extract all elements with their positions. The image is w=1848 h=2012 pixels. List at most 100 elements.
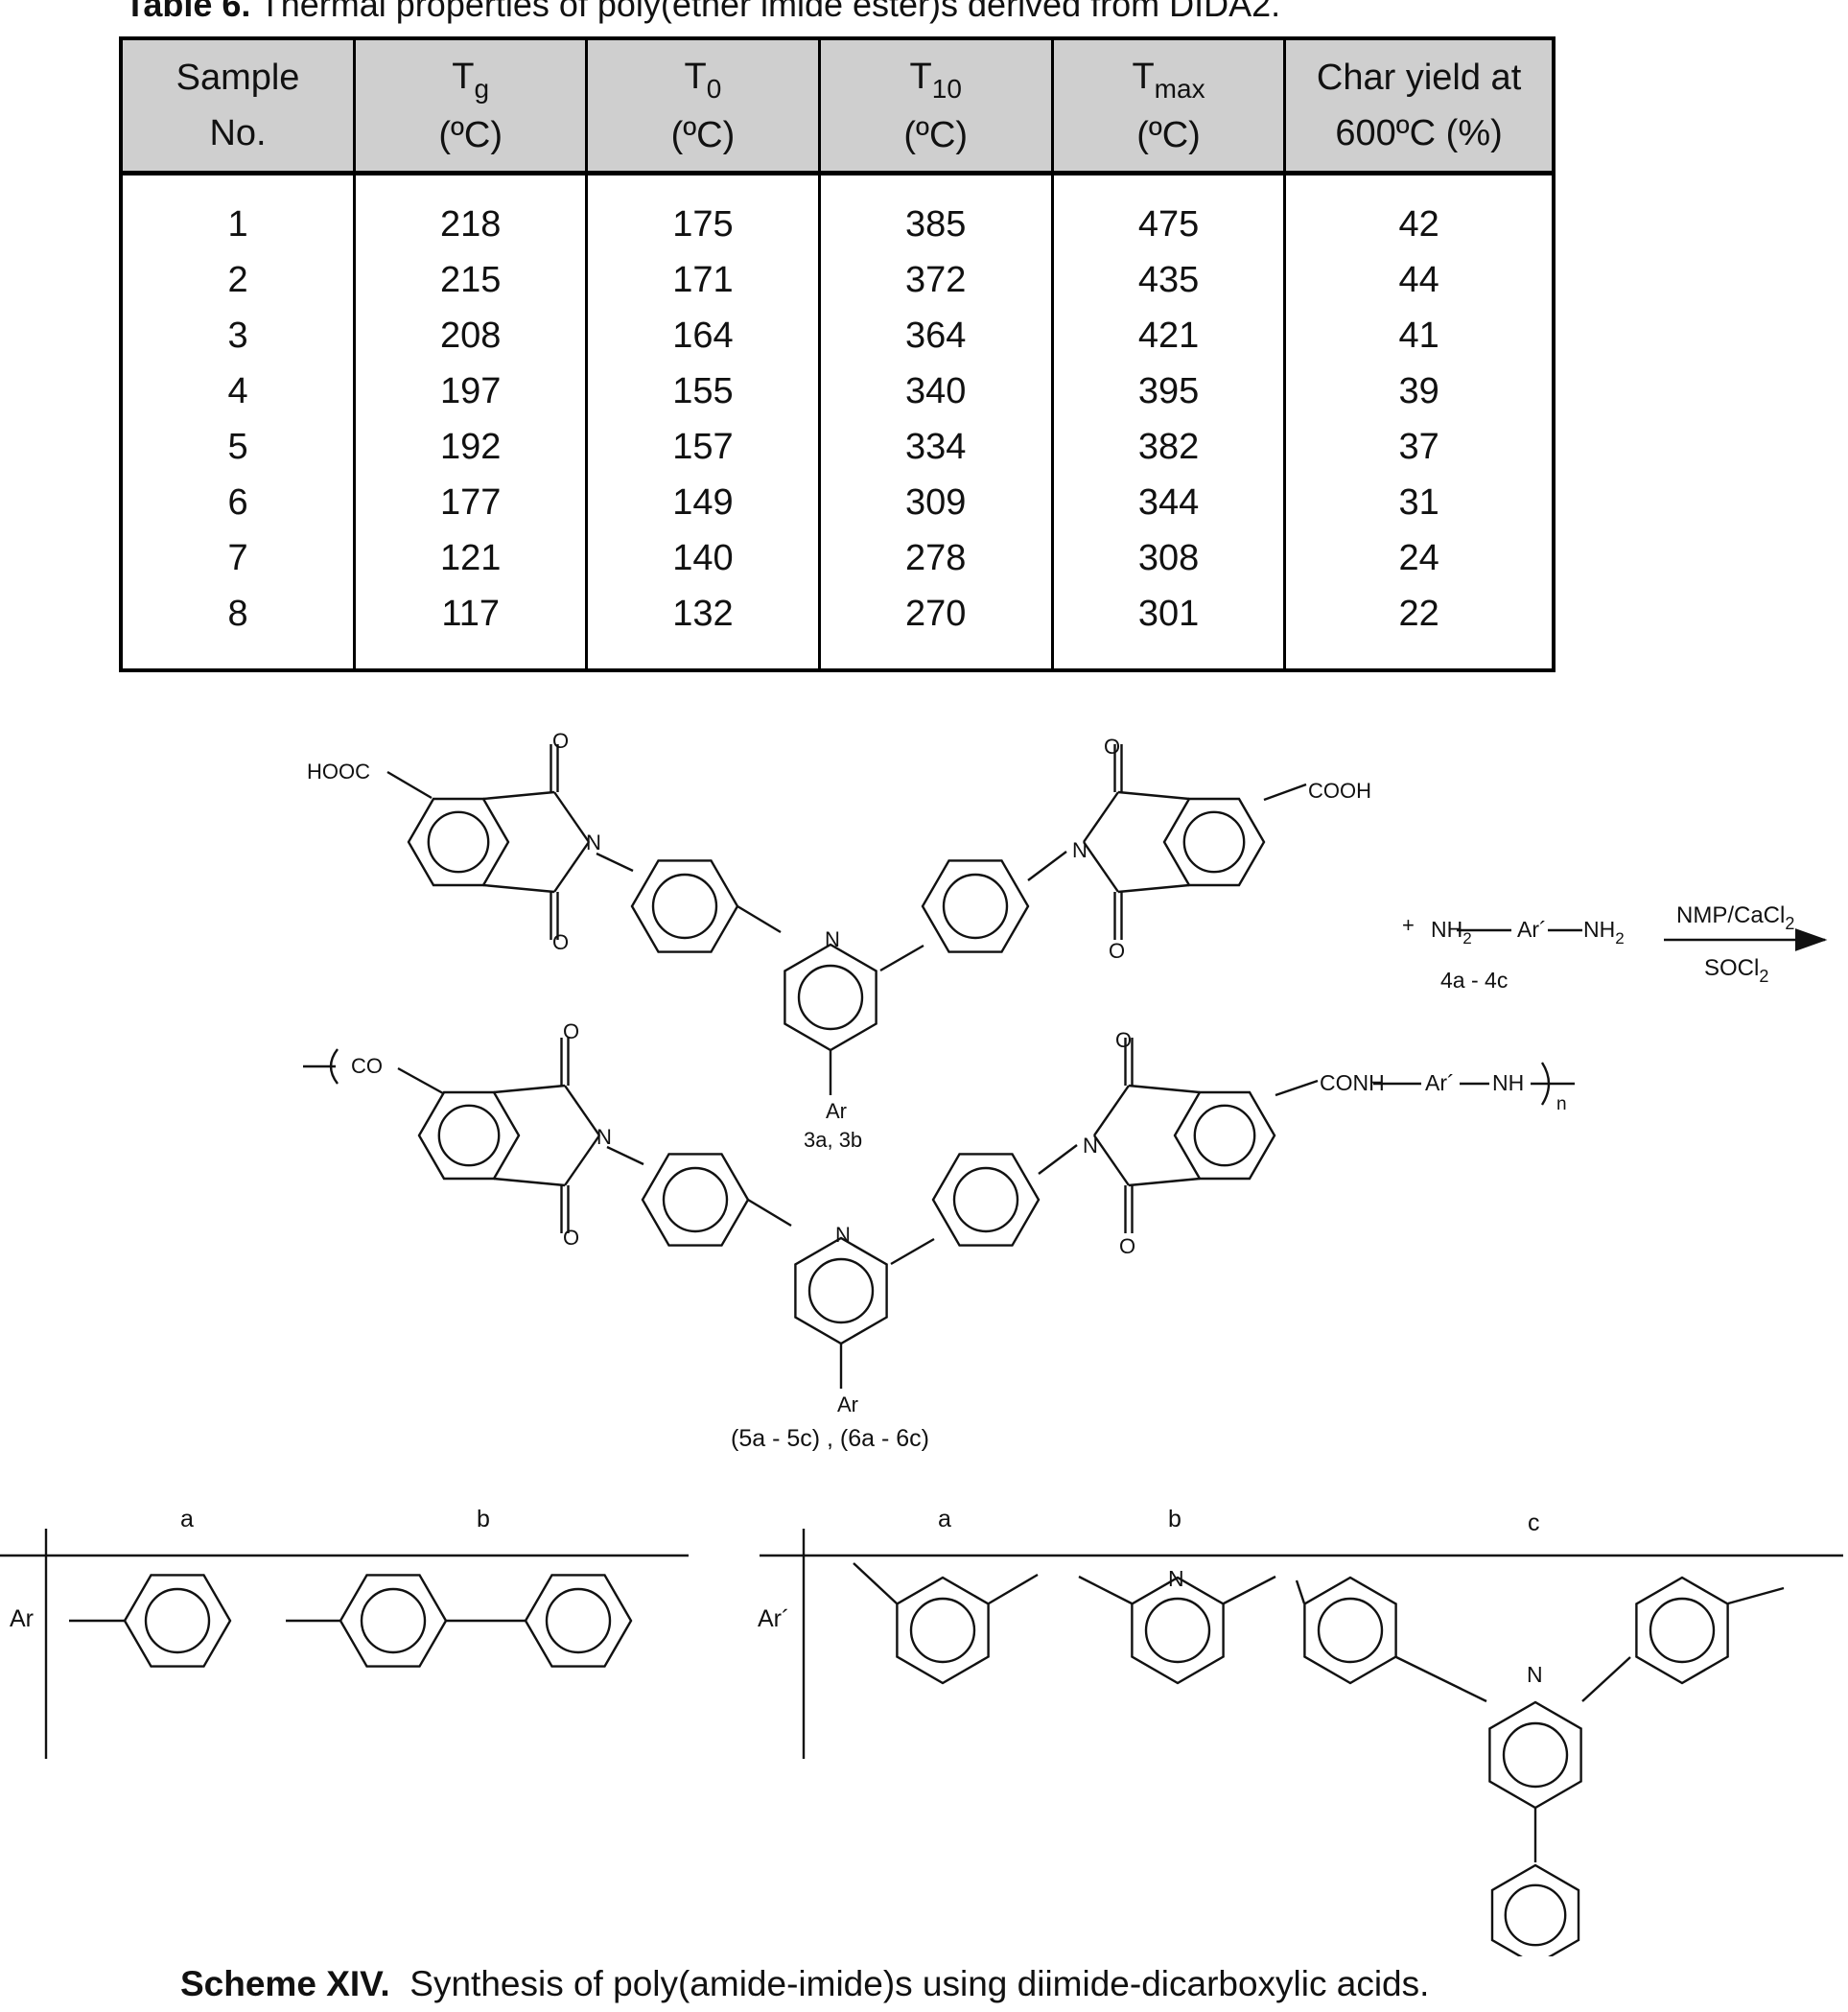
bond-line xyxy=(386,770,433,800)
ar-prime-legend-col-a: a xyxy=(938,1506,951,1532)
table-cell: 171 xyxy=(585,252,821,308)
table-cell: 140 xyxy=(585,530,821,586)
polymer-conh-label: CONH xyxy=(1320,1070,1385,1095)
monomer-oxygen-top-right: O xyxy=(1104,735,1120,759)
phenyl-ring xyxy=(630,859,739,953)
table-cell: 385 xyxy=(817,173,1054,252)
table-cell: 157 xyxy=(585,419,821,475)
aromatic-circle xyxy=(651,873,718,940)
table-cell: 44 xyxy=(1283,252,1556,308)
polymer-bracket-right xyxy=(1540,1062,1551,1106)
table-cell: 4 xyxy=(119,363,357,419)
bond-line xyxy=(1581,1656,1631,1702)
table-cell: 149 xyxy=(585,475,821,530)
polymer-aryl-label: Ar xyxy=(837,1392,858,1416)
bond-line xyxy=(1275,1079,1319,1097)
bond-line xyxy=(493,1177,566,1187)
phthalimide-benzene-ring xyxy=(1162,797,1266,887)
ar-prime-c-phenyl-ring xyxy=(1303,1576,1397,1685)
aromatic-circle xyxy=(1317,1597,1384,1664)
polymer-oxygen-top-left: O xyxy=(563,1019,579,1043)
condition-above-arrow: NMP/CaCl2 xyxy=(1676,902,1794,933)
bond-line xyxy=(482,790,555,801)
table-cell: 6 xyxy=(119,475,357,530)
table-cell: 270 xyxy=(817,586,1054,670)
bond-line xyxy=(737,904,782,934)
polymer-repeat-n: n xyxy=(1556,1094,1567,1114)
bond-line xyxy=(1083,841,1119,893)
bond-line xyxy=(988,1573,1039,1605)
table-caption: Table 6. Thermal properties of poly(ethe… xyxy=(125,0,1280,25)
table-cell: 475 xyxy=(1050,173,1287,252)
table-cell: 24 xyxy=(1283,530,1556,586)
bond-line xyxy=(1038,1144,1078,1175)
bond-line xyxy=(1027,851,1067,881)
phenyl-ring xyxy=(641,1153,750,1247)
monomer-nitrogen-left: N xyxy=(586,831,601,854)
scheme-caption: Scheme XIV. Synthesis of poly(amide-imid… xyxy=(180,1964,1429,2004)
bond-line xyxy=(1093,1085,1130,1136)
polymer-compound-label: (5a - 5c) , (6a - 6c) xyxy=(731,1425,929,1452)
aromatic-circle xyxy=(437,1104,501,1167)
ar-legend-col-a: a xyxy=(180,1506,194,1532)
aromatic-circle xyxy=(1193,1104,1256,1167)
diamine-left-nh2: NH2 xyxy=(1431,917,1472,948)
monomer-oxygen-top-left: O xyxy=(552,729,569,753)
table-cell: 121 xyxy=(353,530,589,586)
table-cell: 364 xyxy=(817,308,1054,363)
aromatic-circle xyxy=(1502,1721,1569,1789)
aromatic-circle xyxy=(427,810,490,874)
bond-line xyxy=(1078,1575,1133,1605)
monomer-hooc-label: HOOC xyxy=(307,760,370,784)
polymer-bracket-left xyxy=(329,1048,339,1085)
table-cell: 308 xyxy=(1050,530,1287,586)
table-cell: 309 xyxy=(817,475,1054,530)
monomer-pyridine-nitrogen: N xyxy=(825,927,840,951)
monomer-oxygen-bottom-left: O xyxy=(552,930,569,954)
bond-line xyxy=(1117,883,1190,894)
polymer-oxygen-bottom-right: O xyxy=(1119,1234,1135,1258)
aromatic-circle xyxy=(1649,1597,1716,1664)
aromatic-circle xyxy=(545,1587,612,1654)
table-cell: 132 xyxy=(585,586,821,670)
ar-prime-c-pyridine-nitrogen: N xyxy=(1527,1662,1543,1687)
table-cell: 155 xyxy=(585,363,821,419)
bond-line xyxy=(890,1237,935,1266)
aromatic-circle xyxy=(952,1166,1019,1233)
bond-line xyxy=(493,1084,566,1094)
table-cell: 395 xyxy=(1050,363,1287,419)
table-caption-text: Thermal properties of poly(ether imide e… xyxy=(259,0,1281,24)
ar-prime-c-phenyl-ring xyxy=(1490,1863,1580,1956)
bond-line xyxy=(482,883,555,894)
table-cell: 42 xyxy=(1283,173,1556,252)
bond-line xyxy=(1083,791,1119,843)
diamine-ar-prime: Ar´ xyxy=(1517,917,1547,942)
table-cell: 177 xyxy=(353,475,589,530)
bond-line xyxy=(1117,790,1190,801)
table-cell: 301 xyxy=(1050,586,1287,670)
diamine-compound-label: 4a - 4c xyxy=(1440,968,1508,993)
aromatic-circle xyxy=(1504,1883,1567,1947)
scheme-caption-text: Synthesis of poly(amide-imide)s using di… xyxy=(409,1964,1430,2003)
table-cell: 218 xyxy=(353,173,589,252)
table-cell: 5 xyxy=(119,419,357,475)
table-cell: 382 xyxy=(1050,419,1287,475)
ar-prime-legend-row-label: Ar´ xyxy=(758,1605,789,1632)
table-cell: 37 xyxy=(1283,419,1556,475)
bond-line xyxy=(596,852,634,873)
table-cell: 215 xyxy=(353,252,589,308)
bond-line xyxy=(1263,783,1307,802)
header-t0: T0(ºC) xyxy=(585,36,821,175)
table-cell: 8 xyxy=(119,586,357,670)
table-cell: 344 xyxy=(1050,475,1287,530)
table-cell: 278 xyxy=(817,530,1054,586)
